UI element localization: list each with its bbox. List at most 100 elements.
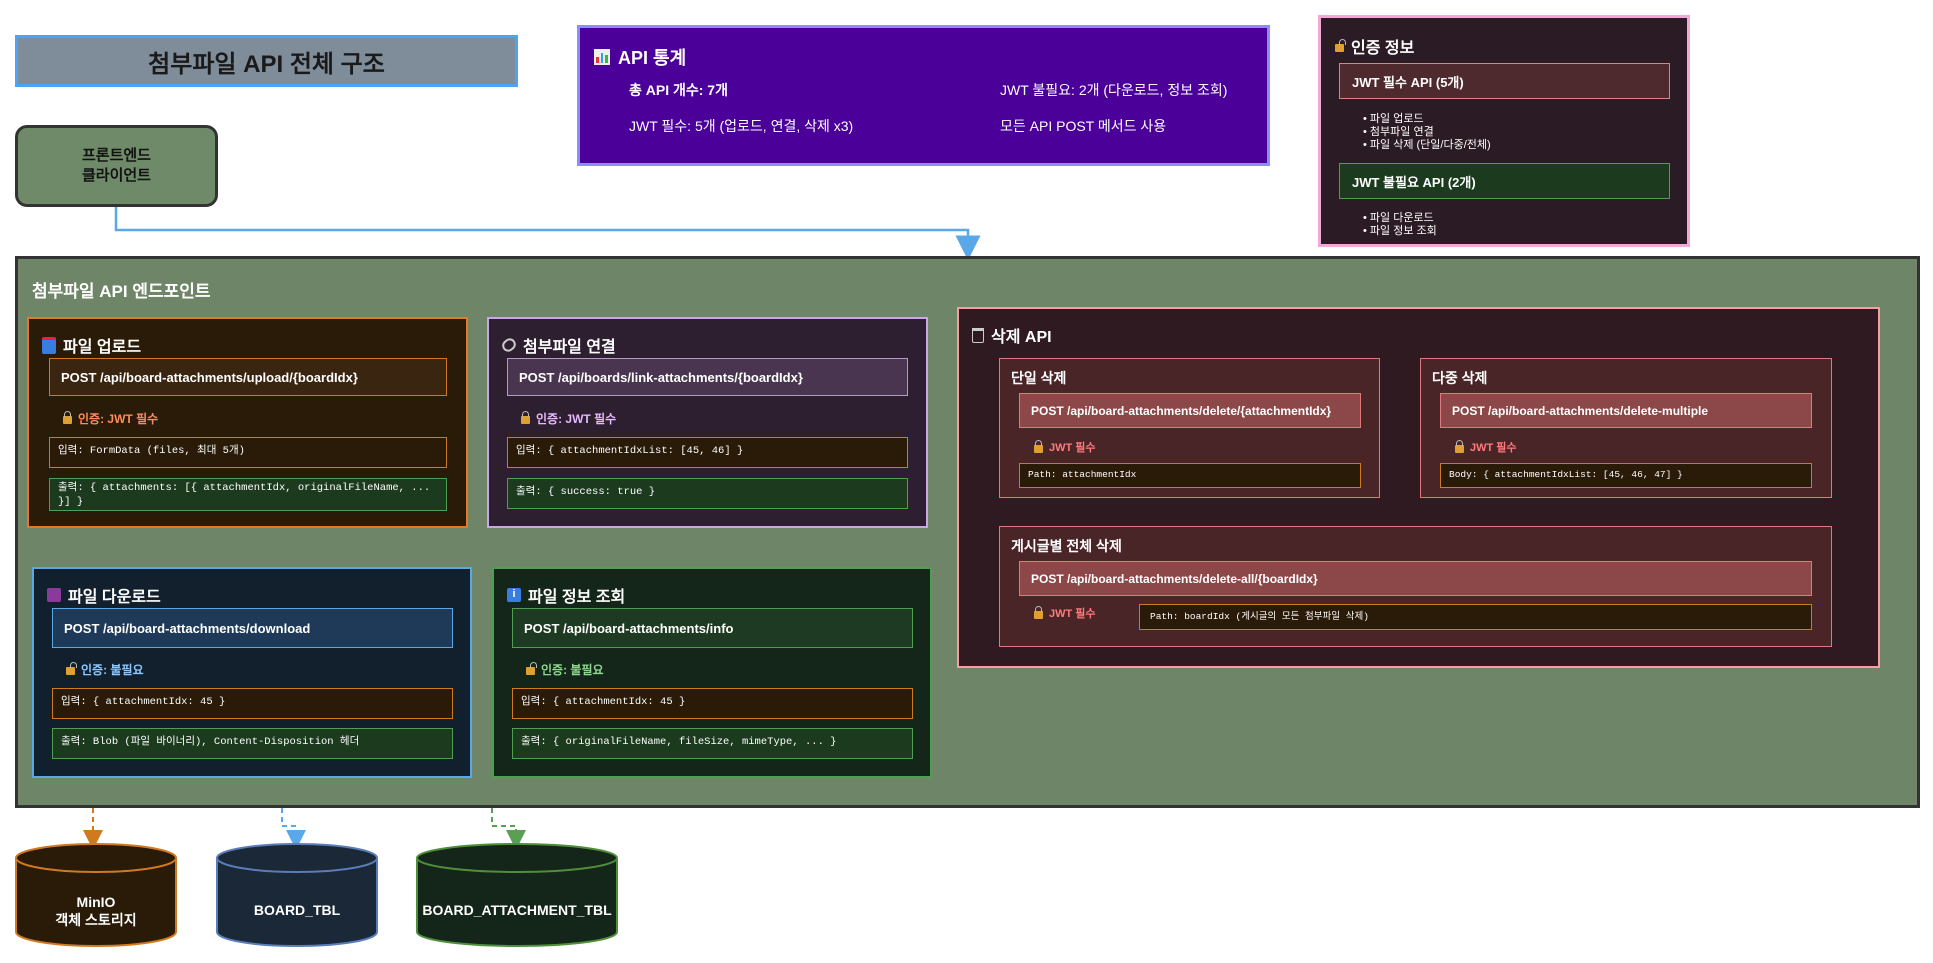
all-delete-title: 게시글별 전체 삭제 (1011, 538, 1122, 554)
download-card: 파일 다운로드 POST /api/board-attachments/down… (32, 567, 472, 778)
bar-chart-icon (594, 49, 610, 65)
delete-card: 삭제 API 단일 삭제 POST /api/board-attachments… (957, 307, 1880, 668)
link-auth-label: 인증: JWT 필수 (536, 412, 617, 426)
cylinder-icon (15, 843, 177, 947)
download-input: 입력: { attachmentIdx: 45 } (52, 688, 453, 719)
stats-header-label: API 통계 (618, 48, 687, 68)
stat-jwt-not-required: JWT 불필요: 2개 (다운로드, 정보 조회) (1000, 82, 1228, 98)
unlock-icon (526, 662, 537, 675)
auth-header: 인증 정보 (1335, 34, 1414, 58)
cylinder-icon (216, 843, 378, 947)
download-auth: 인증: 불필요 (66, 661, 144, 678)
multi-delete-box: 다중 삭제 POST /api/board-attachments/delete… (1420, 358, 1832, 498)
link-card: 첨부파일 연결 POST /api/boards/link-attachment… (487, 317, 928, 528)
api-to-attachment-arrow (491, 808, 526, 850)
multi-delete-auth: JWT 필수 (1455, 439, 1517, 455)
multi-delete-auth-label: JWT 필수 (1470, 442, 1517, 454)
all-delete-param: Path: boardIdx (게시글의 모든 첨부파일 삭제) (1139, 604, 1812, 630)
trash-icon (972, 327, 984, 343)
auth-info-panel: 인증 정보 JWT 필수 API (5개) • 파일 업로드 • 첨부파일 연결… (1318, 15, 1690, 247)
download-endpoint: POST /api/board-attachments/download (52, 608, 453, 648)
all-delete-box: 게시글별 전체 삭제 POST /api/board-attachments/d… (999, 526, 1832, 647)
cylinder-icon (416, 843, 618, 947)
upload-card: 파일 업로드 POST /api/board-attachments/uploa… (27, 317, 468, 528)
lock-icon (1034, 605, 1043, 619)
all-delete-auth: JWT 필수 (1034, 605, 1096, 621)
single-delete-endpoint: POST /api/board-attachments/delete/{atta… (1019, 393, 1361, 428)
info-title-label: 파일 정보 조회 (528, 589, 626, 606)
info-output: 출력: { originalFileName, fileSize, mimeTy… (512, 728, 913, 759)
download-card-title: 파일 다운로드 (47, 583, 161, 607)
info-card: i 파일 정보 조회 POST /api/board-attachments/i… (492, 567, 932, 778)
unlock-icon (66, 662, 77, 675)
jwt-required-list: • 파일 업로드 • 첨부파일 연결 • 파일 삭제 (단일/다중/전체) (1363, 113, 1491, 152)
multi-delete-title: 다중 삭제 (1432, 370, 1488, 386)
info-endpoint: POST /api/board-attachments/info (512, 608, 913, 648)
all-delete-auth-label: JWT 필수 (1049, 608, 1096, 620)
download-output: 출력: Blob (파일 바이너리), Content-Disposition … (52, 728, 453, 759)
frontend-to-api-arrow (114, 207, 981, 261)
info-input: 입력: { attachmentIdx: 45 } (512, 688, 913, 719)
lock-icon (521, 411, 530, 424)
minio-database: MinIO 객체 스토리지 (15, 843, 177, 947)
jwt-required-box: JWT 필수 API (5개) (1339, 63, 1670, 99)
link-input: 입력: { attachmentIdxList: [45, 46] } (507, 437, 908, 468)
upload-title-label: 파일 업로드 (63, 339, 142, 356)
delete-title-label: 삭제 API (991, 329, 1052, 346)
minio-label: MinIO 객체 스토리지 (55, 894, 137, 928)
single-delete-auth: JWT 필수 (1034, 439, 1096, 455)
attachment-tbl-label: BOARD_ATTACHMENT_TBL (422, 902, 612, 918)
stat-jwt-required: JWT 필수: 5개 (업로드, 연결, 삭제 x3) (629, 118, 854, 134)
jwt-not-required-list: • 파일 다운로드 • 파일 정보 조회 (1363, 212, 1437, 238)
single-delete-param: Path: attachmentIdx (1019, 463, 1361, 488)
endpoints-title: 첨부파일 API 엔드포인트 (32, 282, 211, 301)
api-stats-panel: API 통계 총 API 개수: 7개 JWT 필수: 5개 (업로드, 연결,… (577, 25, 1270, 166)
floppy-disk-icon (47, 588, 61, 602)
delete-card-title: 삭제 API (972, 323, 1052, 347)
list-item: • 파일 업로드 (1363, 113, 1424, 125)
link-auth: 인증: JWT 필수 (521, 410, 616, 427)
upload-auth: 인증: JWT 필수 (63, 410, 158, 427)
download-auth-label: 인증: 불필요 (81, 663, 144, 677)
info-auth: 인증: 불필요 (526, 661, 604, 678)
jwt-not-required-box: JWT 불필요 API (2개) (1339, 163, 1670, 199)
board-tbl-database: BOARD_TBL (216, 843, 378, 947)
lock-icon (1034, 439, 1043, 453)
link-title-label: 첨부파일 연결 (523, 339, 616, 356)
stats-header: API 통계 (594, 44, 686, 70)
single-delete-box: 단일 삭제 POST /api/board-attachments/delete… (999, 358, 1380, 498)
single-delete-auth-label: JWT 필수 (1049, 442, 1096, 454)
link-card-title: 첨부파일 연결 (499, 333, 616, 357)
multi-delete-param: Body: { attachmentIdxList: [45, 46, 47] … (1440, 463, 1812, 488)
list-item: • 파일 다운로드 (1363, 212, 1434, 224)
list-item: • 파일 정보 조회 (1363, 225, 1437, 237)
unlock-icon (1335, 38, 1346, 52)
frontend-client-node: 프론트엔드 클라이언트 (15, 125, 218, 207)
download-title-label: 파일 다운로드 (68, 589, 161, 606)
upload-output: 출력: { attachments: [{ attachmentIdx, ori… (49, 478, 447, 511)
multi-delete-endpoint: POST /api/board-attachments/delete-multi… (1440, 393, 1812, 428)
all-delete-endpoint: POST /api/board-attachments/delete-all/{… (1019, 561, 1812, 596)
board-tbl-label: BOARD_TBL (253, 902, 341, 918)
stat-post-all: 모든 API POST 메서드 사용 (1000, 118, 1167, 134)
attachment-tbl-database: BOARD_ATTACHMENT_TBL (416, 843, 618, 947)
lock-icon (63, 411, 72, 424)
upload-card-title: 파일 업로드 (42, 333, 141, 357)
upload-auth-label: 인증: JWT 필수 (78, 412, 159, 426)
inbox-icon (42, 336, 56, 354)
info-auth-label: 인증: 불필요 (541, 663, 604, 677)
info-card-title: i 파일 정보 조회 (507, 583, 625, 607)
lock-icon (1455, 439, 1464, 453)
link-icon (499, 335, 519, 355)
info-icon: i (507, 588, 521, 602)
upload-endpoint: POST /api/board-attachments/upload/{boar… (49, 358, 447, 396)
single-delete-title: 단일 삭제 (1011, 370, 1067, 386)
api-to-board-arrow (281, 808, 306, 850)
link-endpoint: POST /api/boards/link-attachments/{board… (507, 358, 908, 396)
stat-total: 총 API 개수: 7개 (629, 82, 728, 98)
upload-input: 입력: FormData (files, 최대 5개) (49, 437, 447, 468)
list-item: • 첨부파일 연결 (1363, 126, 1434, 138)
page-title: 첨부파일 API 전체 구조 (15, 35, 518, 87)
list-item: • 파일 삭제 (단일/다중/전체) (1363, 139, 1491, 151)
